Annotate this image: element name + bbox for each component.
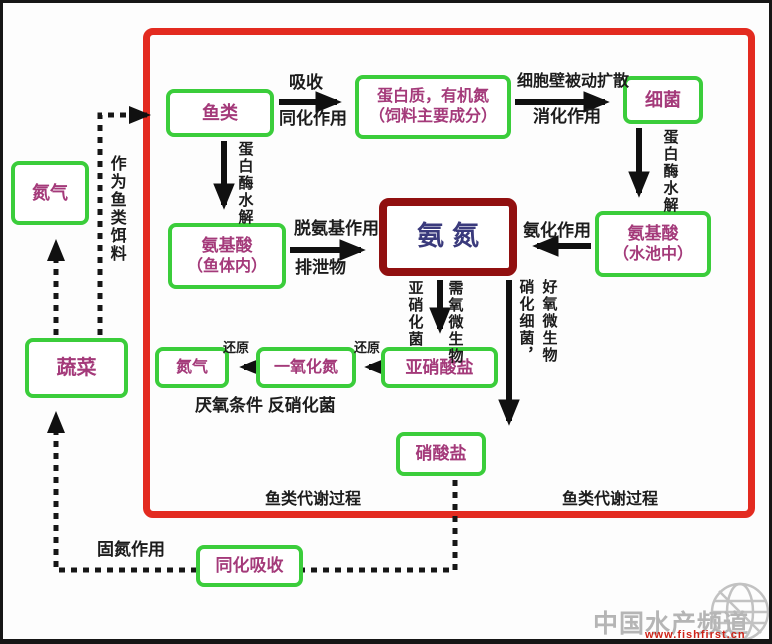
node-n2-outer-label: 氮气	[32, 182, 68, 203]
node-nitrate-label: 硝酸盐	[415, 444, 467, 464]
node-n2-inner-label: 氮气	[175, 358, 208, 376]
label-aerobic-microbes-good: 好氧微生物	[540, 279, 558, 364]
node-amino-fish-line2: （鱼体内）	[186, 257, 267, 275]
label-assimilate: 同化作用	[279, 109, 347, 128]
node-nitric-oxide: 一氧化氮	[256, 347, 356, 388]
label-ammonification: 氨化作用	[523, 221, 591, 240]
label-absorb: 吸收	[289, 73, 323, 92]
globe-icon	[710, 582, 769, 639]
label-nitrogen-fixation: 固氮作用	[97, 540, 165, 559]
watermark-url: www.fishfirst.cn	[645, 629, 746, 641]
node-nitrate: 硝酸盐	[396, 432, 486, 476]
label-excretion: 排泄物	[295, 258, 346, 277]
label-nitrifying-bacteria: 硝化细菌，	[517, 279, 535, 364]
node-fish: 鱼类	[166, 89, 274, 137]
label-deamination: 脱氨基作用	[294, 219, 379, 238]
label-aerobic-microbes-need: 需氧微生物	[446, 280, 464, 365]
label-fish-metabolism-right: 鱼类代谢过程	[562, 491, 659, 508]
label-fish-metabolism-left: 鱼类代谢过程	[265, 491, 362, 508]
node-amino-fish-line1: 氨基酸	[201, 236, 253, 256]
label-protease-hydrolysis-pool: 蛋白酶水解	[661, 129, 679, 214]
node-nitrite-label: 亚硝酸盐	[405, 357, 474, 377]
node-nitric-oxide-label: 一氧化氮	[273, 358, 338, 376]
node-amino-pool: 氨基酸 （水池中）	[595, 211, 711, 277]
node-assimilation-label: 同化吸收	[215, 556, 284, 576]
node-vegetables: 蔬菜	[25, 338, 128, 398]
node-protein-line2: （饲料主要成分）	[368, 108, 497, 125]
node-amino-pool-line1: 氨基酸	[627, 224, 679, 244]
label-anaerobic-denitrifying: 厌氧条件 反硝化菌	[195, 396, 336, 415]
node-bacteria-label: 细菌	[645, 89, 681, 110]
label-reduction-2: 还原	[354, 340, 381, 355]
node-nitrite: 亚硝酸盐	[381, 347, 498, 388]
label-digestion: 消化作用	[533, 107, 601, 126]
node-amino-pool-line2: （水池中）	[612, 245, 693, 263]
node-assimilation: 同化吸收	[196, 545, 303, 587]
node-fish-label: 鱼类	[202, 102, 238, 123]
node-vegetables-label: 蔬菜	[56, 356, 97, 379]
node-n2-inner: 氮气	[155, 347, 229, 388]
node-ammonia-label: 氨氮	[417, 221, 487, 252]
node-bacteria: 细菌	[623, 76, 703, 124]
label-reduction-1: 还原	[223, 340, 250, 355]
label-as-fish-feed: 作为鱼类饵料	[107, 155, 125, 263]
node-protein: 蛋白质，有机氮 （饲料主要成分）	[355, 75, 511, 139]
node-amino-fish: 氨基酸 （鱼体内）	[168, 223, 286, 289]
node-n2-outer: 氮气	[11, 161, 89, 225]
metabolism-frame	[143, 28, 755, 518]
label-cell-wall-diffusion: 细胞壁被动扩散	[517, 73, 630, 90]
node-ammonia: 氨氮	[379, 198, 517, 276]
label-nitroso-bacteria: 亚硝化菌	[406, 280, 424, 348]
dashed-vegetables-to-fish	[97, 106, 152, 335]
node-protein-line1: 蛋白质，有机氮	[376, 88, 489, 105]
label-protease-hydrolysis-fish: 蛋白酶水解	[236, 141, 254, 226]
